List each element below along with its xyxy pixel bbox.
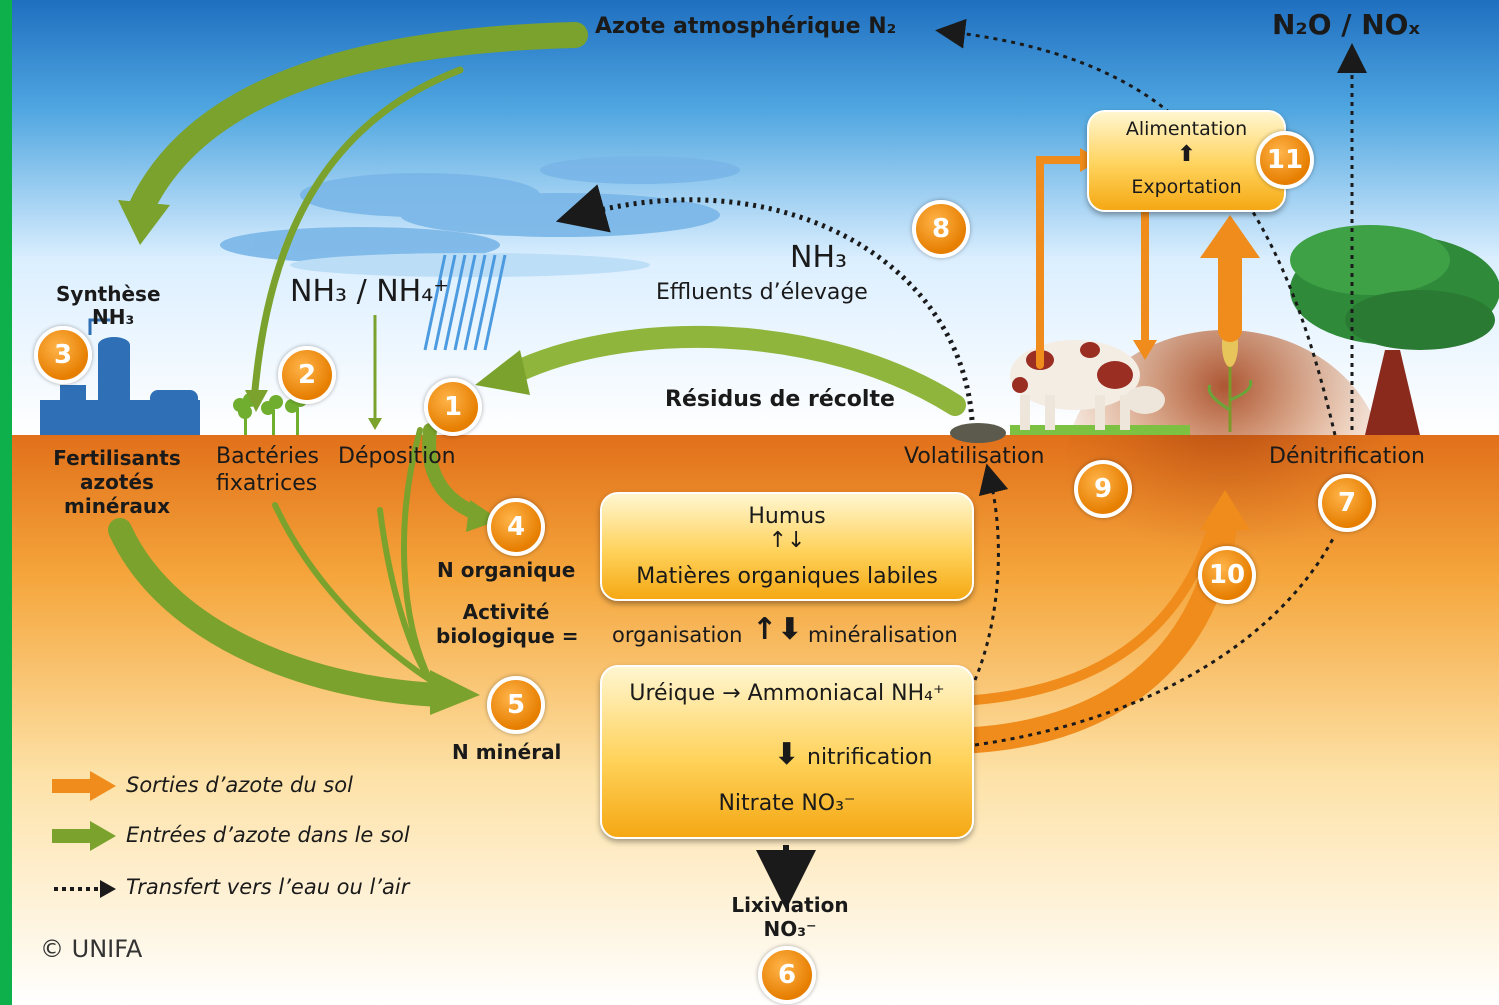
factory-icon: [40, 318, 200, 435]
badge-11: 11: [1256, 131, 1314, 189]
export-arrow: ⬆: [1177, 142, 1196, 167]
badge-9: 9: [1074, 460, 1132, 518]
badge-5: 5: [487, 676, 545, 734]
frame-edge: [0, 0, 12, 1005]
fertilisants-label-2: azotés: [80, 470, 154, 494]
legend-transfer-arrow-icon: [54, 880, 116, 898]
arrow-cow-to-alimentation: [1036, 156, 1089, 369]
bacteries-label-1: Bactéries: [216, 444, 319, 469]
badge-1: 1: [424, 378, 482, 436]
ureique-label: Uréique → Ammoniacal NH₄⁺: [629, 681, 945, 706]
legend-entrees: Entrées d’azote dans le sol: [126, 823, 410, 847]
input-arrows: [108, 22, 966, 707]
clouds: [220, 156, 740, 277]
badge-4: 4: [487, 498, 545, 556]
legend: Sorties d’azote du sol Entrées d’azote d…: [52, 765, 472, 905]
deposition-label: Déposition: [338, 444, 456, 469]
bacteries-label-2: fixatrices: [216, 471, 318, 496]
atmospheric-n2-label: Azote atmosphérique N₂: [595, 14, 897, 39]
manure-pile: [950, 423, 1006, 443]
legend-transfert: Transfert vers l’eau ou l’air: [126, 875, 410, 899]
arrow-nh4-to-plant: [970, 515, 1220, 705]
arrow-mineral-to-volatilisation: [973, 463, 1009, 681]
lixiviation-label: Lixiviation: [731, 893, 849, 917]
badge-3: 3: [34, 326, 92, 384]
rain: [423, 254, 507, 351]
synthese-label: Synthèse: [56, 282, 161, 306]
arrow-residues-to-soil: [499, 325, 966, 416]
organisation-label: organisation: [612, 623, 743, 647]
humus-exchange-arrows: ↑↓: [768, 528, 806, 553]
synthese-nh3-label: NH₃: [92, 305, 135, 329]
organic-matter-box: Humus ↑↓ Matières organiques labiles: [600, 492, 974, 601]
arrow-n2-to-bacteria: [251, 66, 464, 394]
legend-input-arrow-icon: [52, 821, 116, 851]
humus-label: Humus: [748, 504, 826, 529]
nitrate-label: Nitrate NO₃⁻: [718, 791, 856, 816]
denitrification-label: Dénitrification: [1269, 444, 1425, 469]
arrow-volatilisation-to-cloud: [555, 184, 975, 421]
organisation-arrows: ↑⬇: [752, 612, 803, 647]
badge-6: 6: [758, 946, 816, 1004]
n2o-nox-label: N₂O / NOₓ: [1272, 8, 1421, 41]
badge-10: 10: [1198, 546, 1256, 604]
n-mineral-label: N minéral: [452, 740, 562, 764]
fertilisants-label-1: Fertilisants: [53, 446, 181, 470]
input-arrowheads: [118, 200, 530, 715]
lixiviation-no3-label: NO₃⁻: [763, 917, 817, 941]
mineralisation-label: minéralisation: [808, 623, 958, 647]
arrow-n2-to-synthesis: [127, 22, 588, 223]
arrow-1-to-4: [422, 423, 487, 522]
arrow-bacteria-to-mineral: [272, 502, 433, 683]
arrow-fertiliser-to-mineral: [108, 518, 452, 707]
nitrification-arrow: ⬇: [774, 737, 800, 772]
badge-7: 7: [1318, 474, 1376, 532]
fertilisants-label-3: minéraux: [64, 494, 170, 518]
effluents-label: Effluents d’élevage: [656, 280, 868, 305]
residus-label: Résidus de récolte: [665, 387, 895, 412]
mineral-n-box: Uréique → Ammoniacal NH₄⁺ ⬇ nitrificatio…: [600, 665, 974, 839]
legend-sorties: Sorties d’azote du sol: [126, 773, 353, 797]
nh3-nh4-label: NH₃ / NH₄⁺: [290, 274, 450, 309]
arrow-1-to-5: [401, 427, 433, 683]
nitrification-label: nitrification: [807, 745, 933, 770]
activite-label-1: Activité: [462, 600, 550, 624]
exportation-label: Exportation: [1131, 176, 1242, 198]
alimentation-label: Alimentation: [1125, 118, 1248, 140]
tree-icon: [1290, 225, 1499, 435]
badge-2: 2: [278, 346, 336, 404]
legend-output-arrow-icon: [52, 771, 116, 801]
labiles-label: Matières organiques labiles: [636, 564, 938, 589]
exportation-box: Alimentation ⬆ Exportation: [1087, 110, 1286, 212]
volatilisation-label: Volatilisation: [904, 444, 1045, 469]
n-organique-label: N organique: [437, 558, 576, 582]
activite-label-2: biologique =: [436, 624, 579, 648]
badge-8: 8: [912, 200, 970, 258]
copyright: © UNIFA: [40, 935, 143, 963]
nh3-label: NH₃: [790, 240, 848, 275]
